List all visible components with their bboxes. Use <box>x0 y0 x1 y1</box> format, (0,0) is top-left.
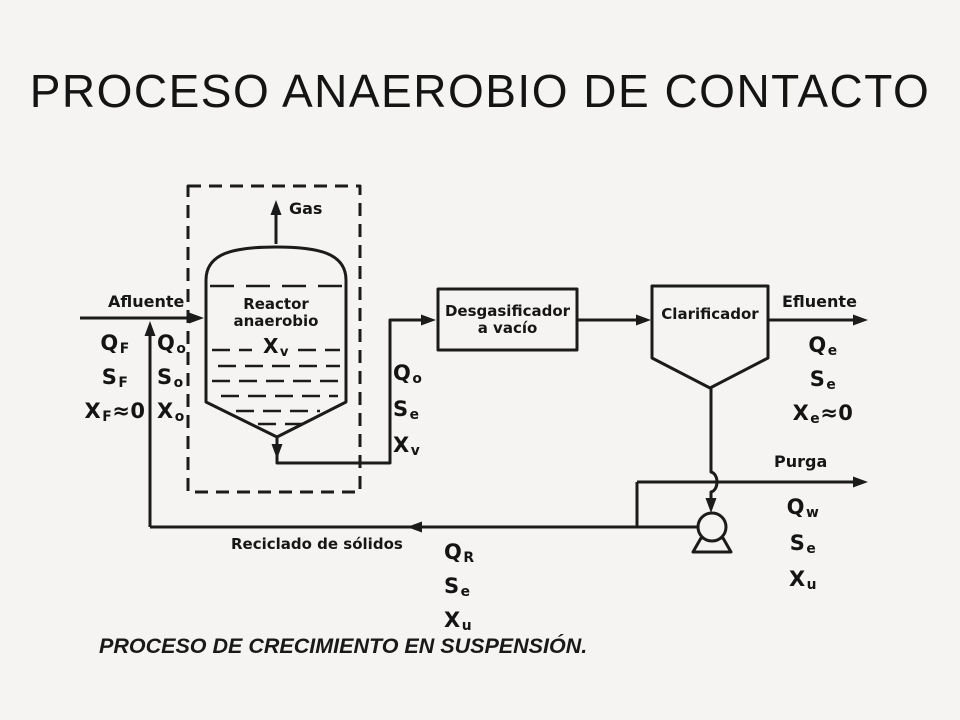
arrow-purge <box>853 476 868 488</box>
mixed-feed-vars: Qo So Xo <box>157 331 187 426</box>
clarifier-label: Clarificador <box>661 305 759 323</box>
reactor-label: Reactor anaerobio <box>233 295 319 330</box>
arrow-into-clarifier <box>636 314 651 326</box>
influent-label: Afluente <box>108 292 185 311</box>
arrow-reactor-out-down <box>271 444 283 459</box>
arrow-gas-up <box>270 200 282 215</box>
influent-vars: QF SF XF≈0 <box>84 331 146 426</box>
flow-arrowheads <box>144 200 868 533</box>
effluent-label: Efluente <box>782 292 857 311</box>
slide-caption: PROCESO DE CRECIMIENTO EN SUSPENSIÓN. <box>99 634 588 658</box>
degasifier-label: Desgasificador a vacío <box>444 301 571 337</box>
reactor-vessel <box>204 245 348 439</box>
system-boundary-dashed-box <box>186 184 362 494</box>
purge-label: Purga <box>774 452 828 471</box>
arrow-into-reactor <box>189 312 204 324</box>
degasifier-box <box>436 287 579 352</box>
arrow-recycle-up <box>144 321 156 336</box>
arrow-recycle-left <box>407 521 422 533</box>
clarifier-shape <box>650 284 770 390</box>
purge-vars: Qw Se Xu <box>786 495 820 594</box>
page-title: PROCESO ANAEROBIO DE CONTACTO <box>29 65 931 117</box>
recycle-label: Reciclado de sólidos <box>231 535 403 553</box>
gas-label: Gas <box>289 199 323 218</box>
arrow-into-degasifier <box>421 314 436 326</box>
reactor-biomass-var: Xv <box>262 334 290 360</box>
arrow-effluent <box>853 314 868 326</box>
effluent-vars: Qe Se Xe≈0 <box>792 333 854 428</box>
recycle-vars: QR Se Xu <box>444 540 475 635</box>
reactor-liquid-lines <box>210 284 344 426</box>
pump-icon <box>691 511 733 554</box>
reactor-out-vars: Qo Se Xv <box>393 361 423 460</box>
arrow-into-pump <box>705 498 717 513</box>
